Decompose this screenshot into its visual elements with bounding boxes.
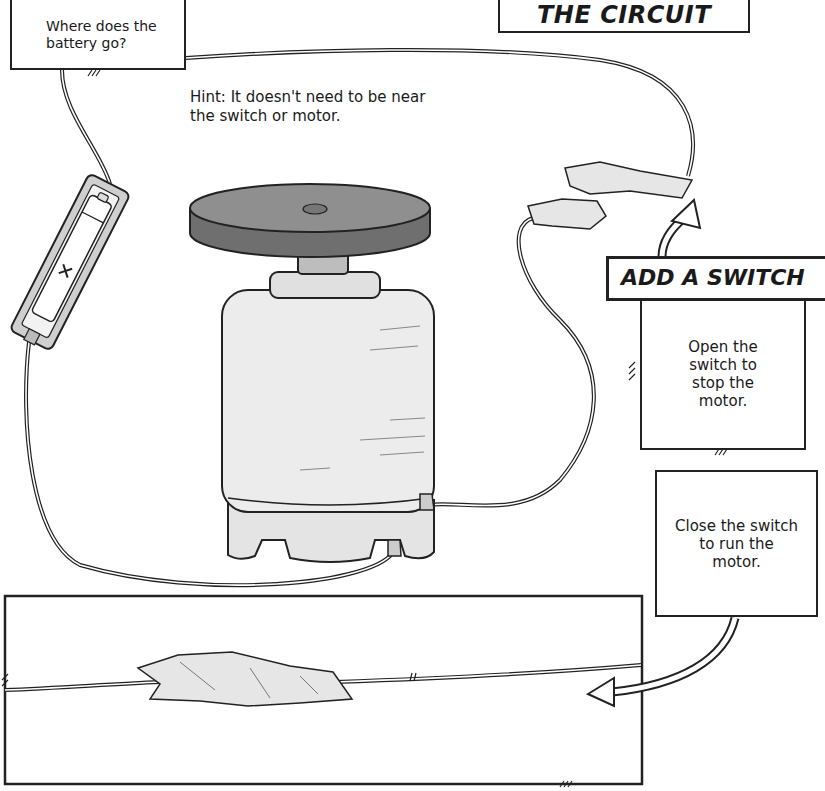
foil-closed <box>138 652 352 706</box>
note-box: Close the switch to run the motor. <box>655 470 818 617</box>
hint-note: Hint: It doesn't need to be near the swi… <box>190 88 452 126</box>
title-text: THE CIRCUIT <box>537 1 711 29</box>
note-text: Open the switch to stop the motor. <box>673 338 773 410</box>
foil-lower <box>528 199 606 229</box>
heading-text: ADD A SWITCH <box>621 265 805 291</box>
wires <box>26 50 693 585</box>
pointer-arrow <box>662 200 700 257</box>
motor <box>222 240 434 562</box>
note-text: Where does the battery go? <box>46 18 176 52</box>
foil-upper <box>565 162 692 198</box>
panel-frame <box>5 596 642 784</box>
disc <box>190 184 430 257</box>
heading-box: ADD A SWITCH <box>606 256 825 301</box>
question-box: Where does the battery go? <box>10 0 186 70</box>
battery-holder <box>9 173 131 352</box>
sketch-ticks <box>2 70 728 787</box>
title-banner: THE CIRCUIT <box>498 0 750 33</box>
note-box: Open the switch to stop the motor. <box>640 298 806 450</box>
note-text: Close the switch to run the motor. <box>675 517 799 571</box>
pointer-arrow <box>588 618 735 706</box>
foil-crease <box>180 662 318 698</box>
